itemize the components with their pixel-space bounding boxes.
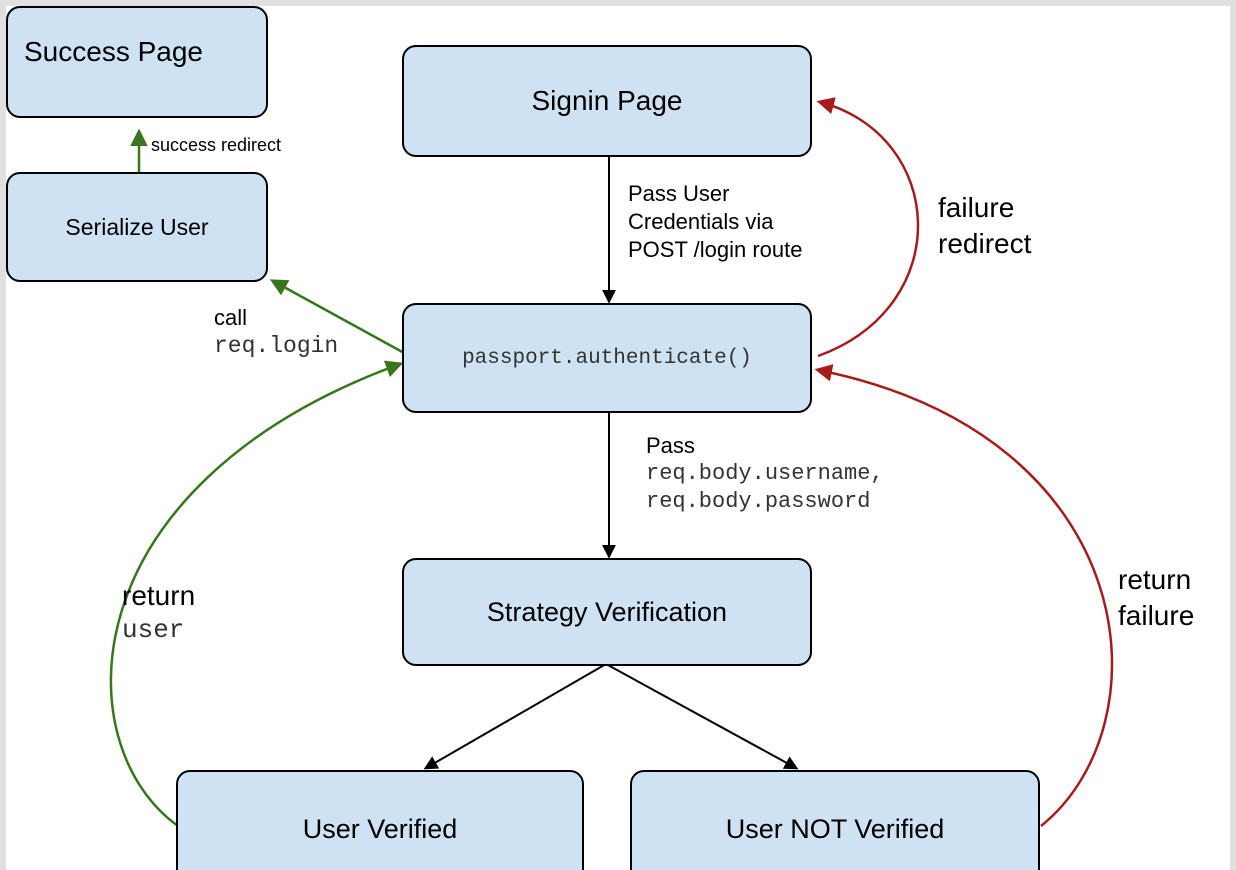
pass-credentials-label: Pass User Credentials via POST /login ro…: [628, 181, 803, 263]
return-failure-label: return failure: [1118, 564, 1195, 631]
return-user-label: return user: [122, 580, 196, 645]
signin-page-label: Signin Page: [531, 85, 683, 116]
user-not-verified-node: User NOT Verified: [630, 770, 1040, 870]
edge-user-not-verified-to-authenticate: [814, 364, 1114, 827]
user-verified-node: User Verified: [176, 770, 584, 870]
serialize-user-node: Serialize User: [6, 172, 268, 282]
user-verified-label: User Verified: [302, 814, 458, 844]
authenticate-node: passport.authenticate(): [402, 303, 812, 413]
user-not-verified-label: User NOT Verified: [725, 814, 945, 844]
edge-user-verified-to-authenticate: [109, 360, 404, 828]
call-login-label: call req.login: [214, 305, 339, 360]
signin-page-node: Signin Page: [402, 45, 812, 157]
failure-redirect-label: failure redirect: [938, 192, 1032, 259]
success-redirect-label: success redirect: [151, 135, 282, 155]
pass-body-label: Pass req.body.username, req.body.passwor…: [646, 433, 884, 515]
edge-authenticate-to-serialize: [269, 279, 407, 356]
edge-strategy-to-user-not-verified: [605, 663, 799, 770]
authenticate-label: passport.authenticate(): [462, 346, 752, 370]
success-page-node: Success Page: [6, 6, 268, 118]
strategy-verification-node: Strategy Verification: [402, 558, 812, 666]
edge-strategy-to-user-verified: [423, 663, 607, 770]
serialize-user-label: Serialize User: [65, 213, 209, 240]
success-page-label: Success Page: [24, 36, 203, 67]
edge-layer: [109, 97, 1114, 828]
edge-authenticate-to-signin: [816, 97, 920, 358]
strategy-verification-label: Strategy Verification: [486, 596, 728, 627]
